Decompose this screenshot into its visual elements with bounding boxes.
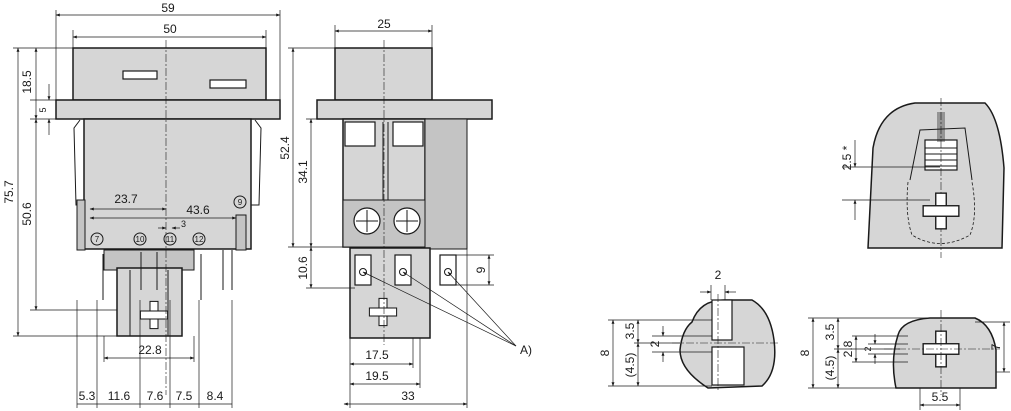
dim-side-height-body: 34.1	[296, 160, 310, 184]
dim-flange: 5	[38, 107, 48, 112]
dim-right-upper: 3.5	[823, 323, 837, 340]
dim-side-width-cap: 25	[377, 17, 391, 31]
dim-terminal-spacing: 22.8	[138, 343, 162, 357]
front-view: 7 10 11 12 9	[55, 40, 281, 395]
front-clip-right	[251, 119, 262, 206]
dim-spacing-2: 11.6	[108, 389, 131, 403]
dim-side-height-overall: 52.4	[278, 136, 292, 160]
dim-width-overall: 59	[161, 1, 175, 15]
dim-right-inner-b: 2	[863, 346, 873, 351]
detail-top-outline	[867, 102, 1005, 249]
side-terminal-b	[394, 254, 412, 286]
terminal-label-12: 12	[195, 235, 204, 244]
indicator-window-right	[209, 79, 247, 89]
detail-top: 2.5 *	[840, 98, 1005, 258]
dim-offset-b: 43.6	[186, 203, 210, 217]
indicator-window-left	[122, 70, 158, 80]
terminal-label-11: 11	[166, 235, 175, 244]
front-cap	[72, 47, 267, 101]
front-dimensions: 59 50 75.7 18.5 5 50.6 23.7 43.6 3 22.8	[2, 1, 281, 408]
dim-right-height: 7	[989, 343, 1003, 350]
front-bracket-left	[76, 199, 86, 251]
front-flange	[55, 99, 281, 120]
front-clip-left	[73, 119, 84, 206]
dim-right-overall: 8	[798, 349, 812, 356]
side-flange	[316, 99, 493, 120]
terminal-10	[133, 232, 147, 246]
terminal-label-10: 10	[136, 235, 145, 244]
side-dimensions: 25 52.4 34.1 10.6 9 17.5 19.5 33 A)	[278, 17, 532, 408]
dim-mid-inner: 2	[648, 340, 662, 347]
terminal-9	[233, 195, 247, 209]
dim-offset-a: 23.7	[114, 192, 138, 206]
terminal-12	[192, 232, 206, 246]
terminal-11	[163, 232, 177, 246]
dim-right-lower: (4.5)	[823, 356, 837, 381]
side-terminal-c	[439, 254, 457, 286]
dim-right-width: 5.5	[932, 390, 949, 404]
callout-a: A)	[520, 343, 532, 357]
dim-height-body: 50.6	[20, 202, 34, 226]
dim-spacing-1: 5.3	[79, 389, 96, 403]
terminal-label-7: 7	[95, 235, 100, 244]
dim-detail-top: 2.5 *	[840, 145, 854, 170]
detail-right: 8 3.5 (4.5) 2.8 2 7 5.5	[798, 310, 1010, 410]
side-cap	[334, 47, 433, 101]
dim-spacing-3: 7.6	[147, 389, 164, 403]
terminal-7	[90, 232, 104, 246]
dim-side-width-total: 33	[401, 389, 415, 403]
terminal-label-9: 9	[238, 198, 243, 207]
dim-gap-small: 3	[181, 219, 186, 229]
dim-width-body: 50	[163, 22, 177, 36]
dim-side-terminal-right: 9	[474, 266, 488, 273]
detail-mid: 2 8 3.5 (4.5) 2	[598, 268, 780, 392]
dim-mid-upper: 3.5	[623, 322, 637, 339]
front-body	[83, 118, 252, 250]
dim-spacing-5: 8.4	[207, 389, 224, 403]
side-body-right	[424, 118, 468, 250]
front-base	[103, 249, 195, 271]
dim-side-terminal-length: 10.6	[296, 256, 310, 280]
dim-height-overall: 75.7	[2, 180, 16, 204]
front-bracket-right	[235, 214, 247, 251]
dim-side-width-2: 19.5	[365, 369, 389, 383]
side-view	[316, 40, 493, 345]
dim-height-cap: 18.5	[20, 70, 34, 94]
dim-right-inner-a: 2.8	[841, 340, 855, 357]
dim-mid-top: 2	[715, 268, 722, 282]
dim-mid-lower: (4.5)	[623, 353, 637, 378]
dim-mid-overall: 8	[598, 349, 612, 356]
dim-spacing-4: 7.5	[176, 389, 193, 403]
side-terminal-a	[354, 254, 372, 286]
dim-side-width-1: 17.5	[365, 348, 389, 362]
